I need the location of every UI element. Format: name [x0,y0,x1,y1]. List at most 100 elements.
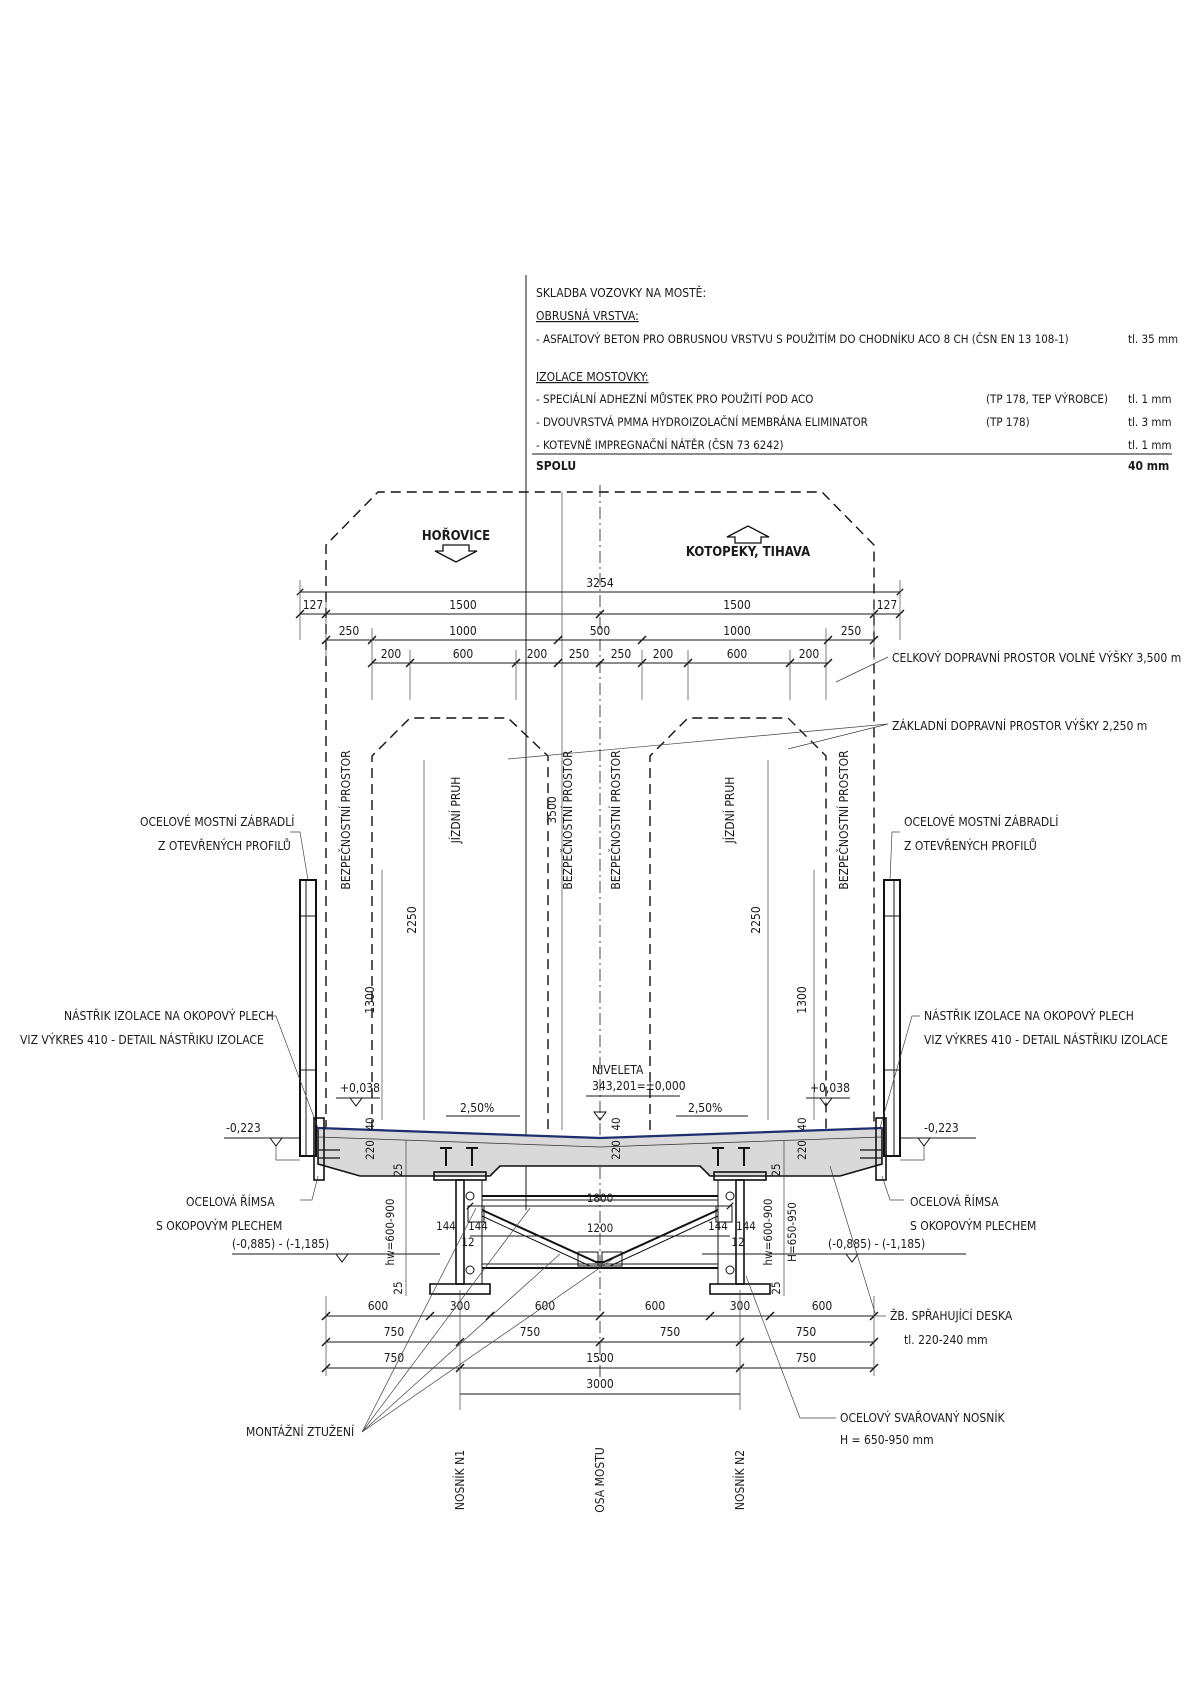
dim-25-right-top: 25 [769,1163,783,1176]
dim-500: 500 [590,624,611,638]
bottom-callouts: OCELOVÁ ŘÍMSA S OKOPOVÝM PLECHEM OCELOVÁ… [156,1165,1036,1447]
dim-1500-b: 1500 [586,1351,614,1365]
dim-200-c: 200 [653,647,674,661]
dim-144-right-b: 144 [736,1219,756,1233]
legend-iso-2-ref: (TP 178) [986,415,1030,429]
dim-200-a: 200 [381,647,402,661]
level-marks: +0,038 +0,038 -0,223 -0,223 (-0,885) - (… [224,1063,976,1263]
level-right-edge: -0,223 [924,1121,959,1135]
dim-220-right: 220 [795,1140,809,1160]
dim-1300-left: 1300 [363,986,377,1014]
axis-labels: NOSNÍK N1 OSA MOSTU NOSNÍK N2 [452,1447,747,1513]
dim-144-right-a: 144 [708,1219,728,1233]
arrow-down-icon [434,544,478,563]
legend-iso-heading: IZOLACE MOSTOVKY: [536,370,649,384]
girder-n2 [709,1171,771,1295]
dim-1000-left: 1000 [449,624,477,638]
legend-iso-1: - SPECIÁLNÍ ADHEZNÍ MŮSTEK PRO POUŽITÍ P… [536,391,813,406]
spray-left-1: NÁSTŘIK IZOLACE NA OKOPOVÝ PLECH [64,1008,274,1023]
railing-left-2: Z OTEVŘENÝCH PROFILŮ [158,838,291,853]
deck-vertical-dims: 220 40 220 40 220 40 25 25 25 25 hw=600-… [363,1117,809,1296]
dim-1800: 1800 [587,1191,613,1205]
axis-n2: NOSNÍK N2 [732,1450,747,1510]
dim-750-d: 750 [796,1325,817,1339]
spray-right-2: VIZ VÝKRES 410 - DETAIL NÁSTŘIKU IZOLACE [924,1032,1168,1047]
dim-12-right: 12 [731,1235,744,1249]
h-right: H=650-950 [785,1202,799,1262]
total-clearance-label: CELKOVÝ DOPRAVNÍ PROSTOR VOLNÉ VÝŠKY 3,5… [892,650,1181,665]
dim-25-right-bottom: 25 [769,1281,783,1294]
dim-1500-right: 1500 [723,598,751,612]
dim-127-right: 127 [877,598,898,612]
railing-callouts: OCELOVÉ MOSTNÍ ZÁBRADLÍ Z OTEVŘENÝCH PRO… [20,814,1168,1129]
level-bottom-left: (-0,885) - (-1,185) [232,1237,329,1251]
bottom-dimensions: 600 300 600 600 300 600 750 750 750 750 … [321,1290,879,1410]
niveleta-label: NIVELETA [592,1063,644,1077]
level-left-edge: -0,223 [226,1121,261,1135]
cornice-right-2: S OKOPOVÝM PLECHEM [910,1218,1036,1233]
dim-750-a: 750 [384,1325,405,1339]
dim-1000-right: 1000 [723,624,751,638]
railing-right-1: OCELOVÉ MOSTNÍ ZÁBRADLÍ [904,814,1058,829]
membrane-line [317,1126,883,1140]
cornice-left-1: OCELOVÁ ŘÍMSA [186,1194,275,1209]
hw-left: hw=600-900 [383,1199,397,1266]
hw-right: hw=600-900 [761,1199,775,1266]
legend-wear-thickness: tl. 35 mm [1128,332,1178,346]
dim-1500-left: 1500 [449,598,477,612]
cornice-right-1: OCELOVÁ ŘÍMSA [910,1194,999,1209]
dim-3500-vertical: 3500 [545,796,559,824]
basic-clearance-outlines [371,717,827,1130]
railing-right [883,879,901,1157]
legend-total-thk: 40 mm [1128,459,1169,473]
dim-1300-right: 1300 [795,986,809,1014]
dim-250-right: 250 [841,624,862,638]
dim-220-left: 220 [363,1140,377,1160]
dim-600-b: 600 [727,647,748,661]
legend-iso-1-ref: (TP 178, TEP VÝROBCE) [986,391,1108,406]
dim-250-c: 250 [569,647,590,661]
legend-iso-3: - KOTEVNĚ IMPREGNAČNÍ NÁTĚR (ČSN 73 6242… [536,437,784,452]
dim-200-b: 200 [527,647,548,661]
direction-right-label: KOTOPEKY, TIHAVA [686,545,810,560]
legend-iso-3-thk: tl. 1 mm [1128,438,1172,452]
niveleta-value: 343,201=±0,000 [592,1079,686,1093]
dim-750-e: 750 [384,1351,405,1365]
dim-40-right: 40 [795,1117,809,1130]
legend-wear-item: - ASFALTOVÝ BETON PRO OBRUSNOU VRSTVU S … [536,331,1069,346]
dim-40-mid: 40 [609,1117,623,1130]
deck-label-2: tl. 220-240 mm [904,1333,988,1347]
dim-600-b1: 600 [368,1299,389,1313]
dim-144-left-b: 144 [468,1219,488,1233]
dim-25-left-bottom: 25 [391,1281,405,1294]
lane-left: JÍZDNÍ PRUH [448,777,463,845]
girder-n1 [429,1171,491,1295]
cornice-left-2: S OKOPOVÝM PLECHEM [156,1218,282,1233]
dim-600-b3: 600 [645,1299,666,1313]
dim-40-left: 40 [363,1117,377,1130]
level-right-top: +0,038 [810,1081,850,1095]
legend-total-label: SPOLU [536,459,576,473]
axis-bridge: OSA MOSTU [593,1447,607,1513]
dim-12-left: 12 [461,1235,474,1249]
legend-iso-2: - DVOUVRSTVÁ PMMA HYDROIZOLAČNÍ MEMBRÁNA… [536,414,868,429]
deck-slab [313,1117,887,1181]
legend-wear-heading: OBRUSNÁ VRSTVA: [536,308,639,323]
dim-1200: 1200 [587,1221,613,1235]
dim-2250-right: 2250 [749,906,763,934]
railing-left-1: OCELOVÉ MOSTNÍ ZÁBRADLÍ [140,814,294,829]
girder-label-1: OCELOVÝ SVAŘOVANÝ NOSNÍK [840,1410,1006,1425]
arrow-up-icon [726,525,770,544]
lane-right: JÍZDNÍ PRUH [722,777,737,845]
pavement-legend: SKLADBA VOZOVKY NA MOSTĚ: OBRUSNÁ VRSTVA… [525,275,1178,1210]
dim-600-b4: 600 [812,1299,833,1313]
dim-750-c: 750 [660,1325,681,1339]
dim-3000: 3000 [586,1377,614,1391]
top-dimensions: 3254 127 1500 1500 127 250 1000 500 1000… [295,576,905,700]
legend-title: SKLADBA VOZOVKY NA MOSTĚ: [536,285,706,300]
deck-label-1: ŽB. SPŘAHUJÍCÍ DESKA [890,1308,1013,1323]
dim-25-left-top: 25 [391,1163,405,1176]
level-bottom-right: (-0,885) - (-1,185) [828,1237,925,1251]
girder-label-2: H = 650-950 mm [840,1433,934,1447]
